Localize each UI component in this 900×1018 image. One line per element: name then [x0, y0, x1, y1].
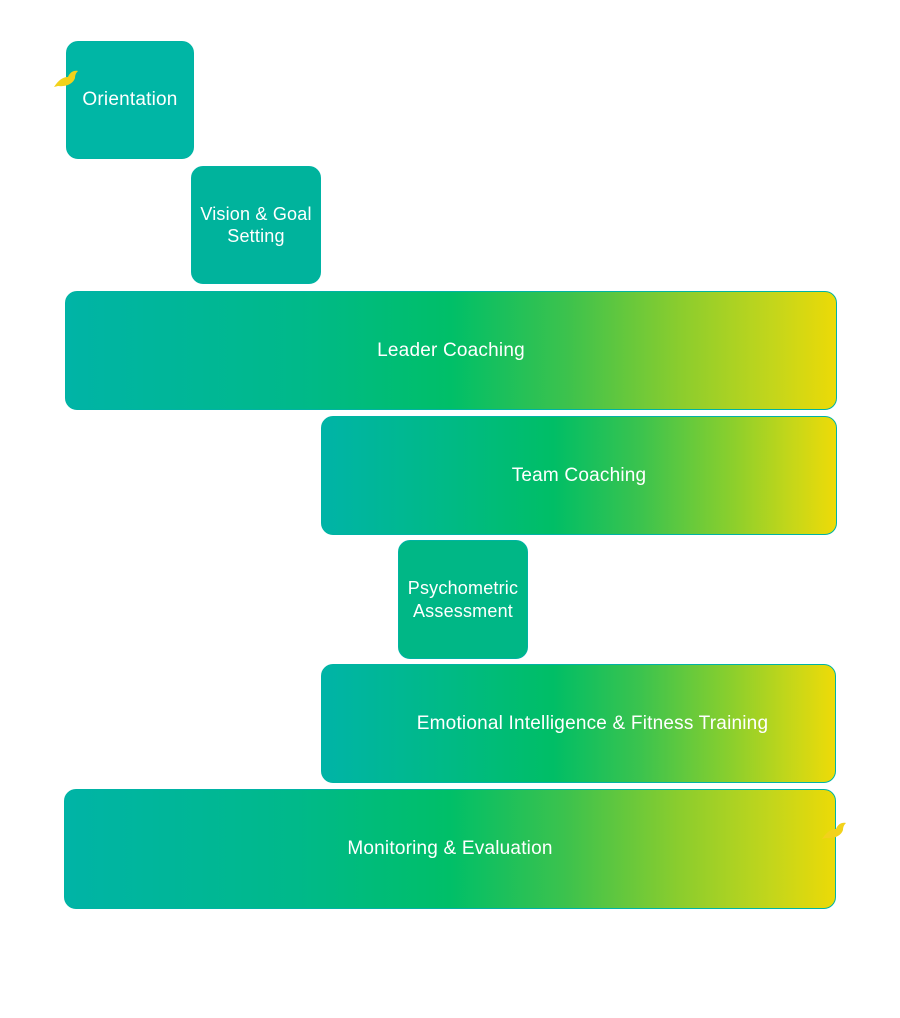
step-emotional-intelligence: Emotional Intelligence & Fitness Trainin… — [321, 664, 836, 783]
step-monitoring-evaluation: Monitoring & Evaluation — [64, 789, 836, 909]
step-label: Monitoring & Evaluation — [347, 838, 553, 860]
step-label: Orientation — [82, 89, 178, 111]
step-label: Team Coaching — [511, 464, 647, 486]
step-psychometric-assessment: Psychometric Assessment — [398, 540, 528, 659]
step-label: Vision & Goal Setting — [200, 203, 312, 247]
step-label: Leader Coaching — [377, 339, 525, 361]
step-orientation: Orientation — [66, 41, 194, 159]
step-vision-goal-setting: Vision & Goal Setting — [191, 166, 321, 284]
step-leader-coaching: Leader Coaching — [65, 291, 837, 410]
step-label: Emotional Intelligence & Fitness Trainin… — [416, 712, 769, 734]
step-team-coaching: Team Coaching — [321, 416, 837, 535]
bird-icon — [822, 822, 846, 839]
bird-icon — [54, 70, 78, 87]
step-label: Psychometric Assessment — [407, 578, 519, 621]
